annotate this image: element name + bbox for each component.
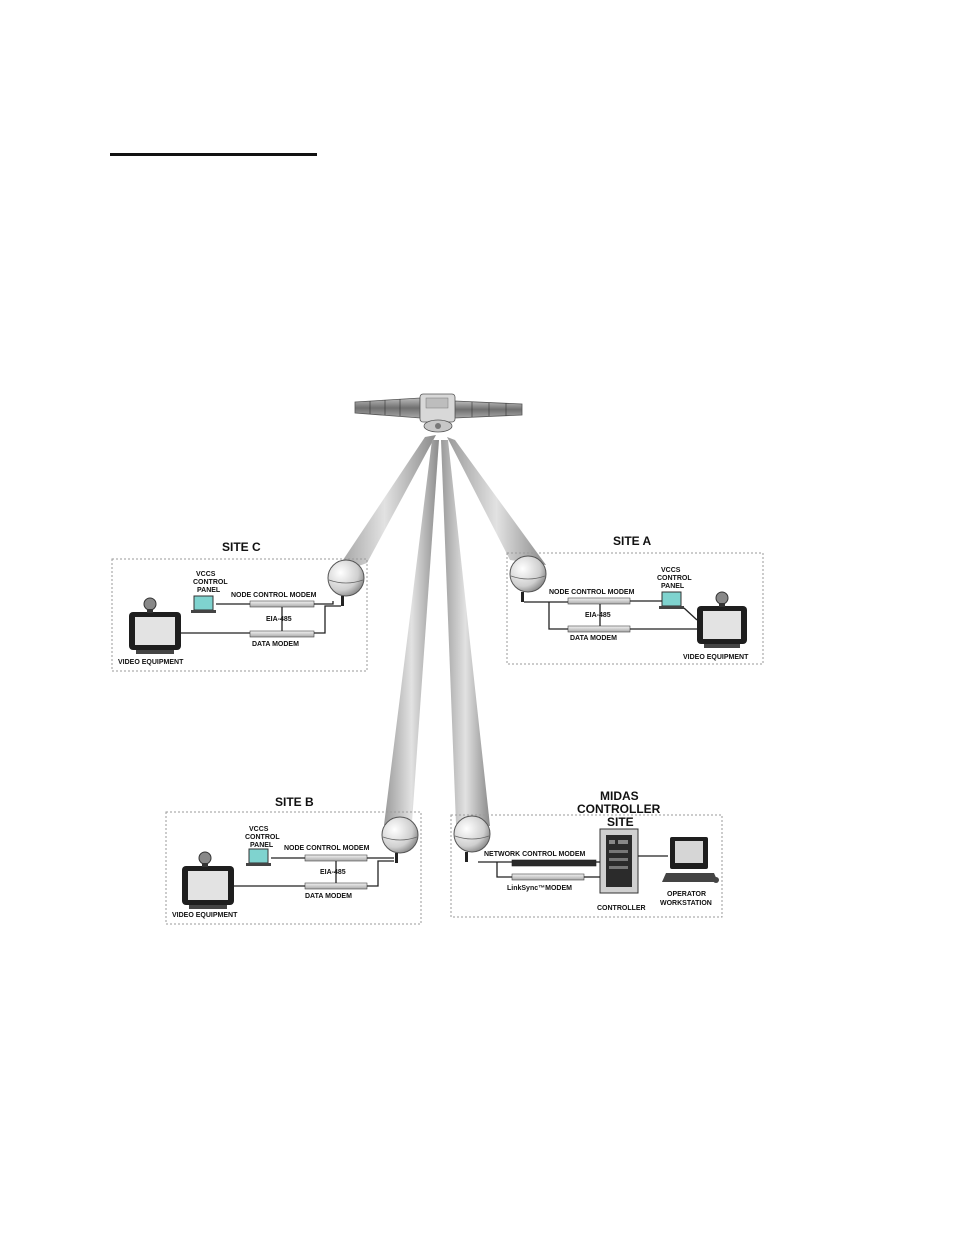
- controller-rack-icon: [599, 828, 639, 894]
- midas-title-2: CONTROLLER: [577, 802, 661, 816]
- beam-site-c: [333, 435, 436, 575]
- site-b-border: [165, 811, 422, 925]
- site-c-eia-label: EIA-485: [266, 616, 292, 623]
- site-b-panel-label-3: PANEL: [250, 842, 274, 849]
- midas-network-modem-label: NETWORK CONTROL MODEM: [484, 851, 586, 858]
- site-c: SITE C VCCS CONTROL PANEL VIDEO EQUIPMEN…: [111, 540, 368, 672]
- site-a-border: [506, 552, 764, 665]
- beam-midas: [441, 440, 490, 826]
- site-b-panel-label-2: CONTROL: [245, 834, 280, 841]
- site-c-panel-label-2: CONTROL: [193, 579, 228, 586]
- linksync-modem-icon: [511, 873, 585, 881]
- antenna-dome-icon: [509, 555, 547, 602]
- vccs-control-panel-icon: [191, 595, 216, 613]
- beam-site-a: [447, 437, 546, 565]
- wire: [548, 602, 568, 630]
- site-c-data-modem-label: DATA MODEM: [252, 641, 299, 648]
- site-c-panel-label-3: PANEL: [197, 587, 221, 594]
- site-b-video-label: VIDEO EQUIPMENT: [172, 912, 238, 919]
- wire: [367, 860, 394, 887]
- antenna-dome-icon: [327, 559, 365, 606]
- beams: [333, 435, 546, 826]
- midas-site-border: [450, 814, 723, 918]
- site-a-node-modem-label: NODE CONTROL MODEM: [549, 589, 635, 596]
- site-b-node-modem-label: NODE CONTROL MODEM: [284, 845, 370, 852]
- video-equipment-icon: [697, 591, 747, 648]
- site-c-title: SITE C: [222, 540, 261, 554]
- site-c-node-modem-label: NODE CONTROL MODEM: [231, 592, 317, 599]
- midas-title-3: SITE: [607, 815, 634, 829]
- midas-workstation-label-2: WORKSTATION: [660, 900, 712, 907]
- data-modem-icon: [249, 630, 315, 638]
- site-a-title: SITE A: [613, 534, 652, 548]
- vccs-control-panel-icon: [659, 591, 684, 609]
- site-a-panel-label-2: CONTROL: [657, 575, 692, 582]
- site-b-data-modem-label: DATA MODEM: [305, 893, 352, 900]
- site-a: SITE A NODE CONTROL MODEM EIA-485 DATA M…: [506, 534, 764, 665]
- site-a-panel-label-3: PANEL: [661, 583, 685, 590]
- vccs-control-panel-icon: [246, 848, 271, 866]
- video-equipment-icon: [129, 597, 181, 654]
- site-b-title: SITE B: [275, 795, 314, 809]
- satellite-icon: [354, 393, 523, 433]
- antenna-dome-icon: [381, 816, 419, 863]
- site-a-video-label: VIDEO EQUIPMENT: [683, 654, 749, 661]
- midas-controller-label: CONTROLLER: [597, 905, 646, 912]
- node-control-modem-icon: [249, 600, 315, 608]
- network-control-modem-icon: [511, 859, 597, 867]
- data-modem-icon: [567, 625, 631, 633]
- wire: [314, 605, 341, 634]
- node-control-modem-icon: [567, 597, 631, 605]
- midas-workstation-label-1: OPERATOR: [667, 891, 706, 898]
- beam-site-b: [384, 440, 439, 825]
- site-a-data-modem-label: DATA MODEM: [570, 635, 617, 642]
- midas-title-1: MIDAS: [600, 789, 639, 803]
- header-rule: [110, 153, 317, 156]
- site-c-panel-label-1: VCCS: [196, 571, 216, 578]
- site-b-eia-label: EIA-485: [320, 869, 346, 876]
- wire: [496, 862, 512, 878]
- midas-linksync-label: LinkSync™MODEM: [507, 885, 572, 892]
- site-a-panel-label-1: VCCS: [661, 567, 681, 574]
- site-c-video-label: VIDEO EQUIPMENT: [118, 659, 184, 666]
- data-modem-icon: [304, 882, 368, 890]
- wire: [314, 601, 334, 605]
- antenna-dome-icon: [453, 815, 491, 862]
- video-equipment-icon: [182, 851, 234, 909]
- site-b-panel-label-1: VCCS: [249, 826, 269, 833]
- site-c-border: [111, 558, 368, 672]
- site-b: SITE B VCCS CONTROL PANEL VIDEO EQUIPMEN…: [165, 795, 422, 925]
- midas-controller-site: MIDAS CONTROLLER SITE NETWORK CONTROL MO…: [450, 789, 723, 918]
- node-control-modem-icon: [304, 854, 368, 862]
- wire: [683, 607, 698, 621]
- site-a-eia-label: EIA-485: [585, 612, 611, 619]
- operator-workstation-icon: [662, 837, 719, 883]
